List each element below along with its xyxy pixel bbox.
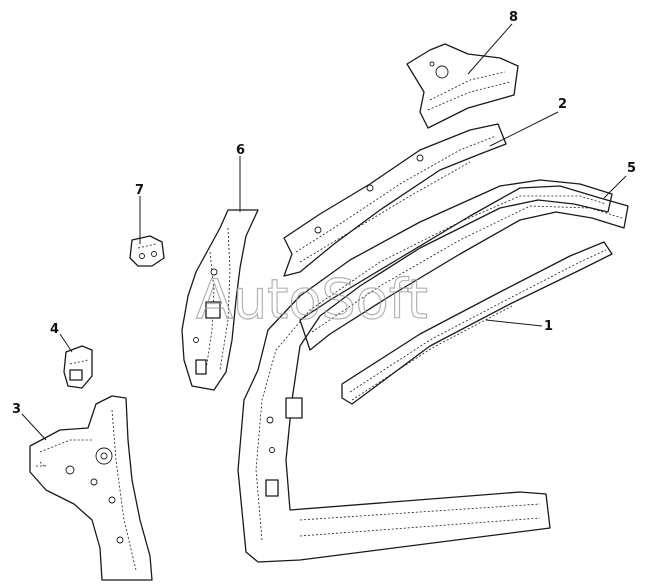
body-side-frame (237, 179, 613, 563)
part-6-pillar-reinforcement (181, 209, 259, 391)
callout-8: 8 (509, 10, 518, 25)
callout-3: 3 (12, 402, 21, 417)
leader-1 (485, 319, 543, 327)
part-1-roof-strip (341, 241, 613, 405)
watermark-text: AutoSoft (196, 268, 428, 331)
part-3-front-pillar-lower (29, 395, 153, 581)
callout-7: 7 (135, 183, 144, 198)
leader-3 (21, 413, 47, 441)
part-4-clip (63, 345, 93, 389)
part-2-roof-inner-rail (283, 123, 507, 277)
callout-5: 5 (627, 161, 636, 176)
leader-5 (603, 175, 627, 199)
leader-lines (21, 23, 627, 441)
callout-2: 2 (558, 97, 567, 112)
part-7-small-bracket (129, 235, 165, 267)
part-8-roof-bracket (406, 43, 519, 129)
leader-4 (59, 333, 73, 353)
callout-4: 4 (50, 322, 59, 337)
part-5-outer-roof-rail (299, 185, 629, 351)
leader-8 (467, 23, 513, 75)
callout-1: 1 (544, 319, 553, 334)
leader-2 (489, 111, 559, 147)
callout-6: 6 (236, 143, 245, 158)
